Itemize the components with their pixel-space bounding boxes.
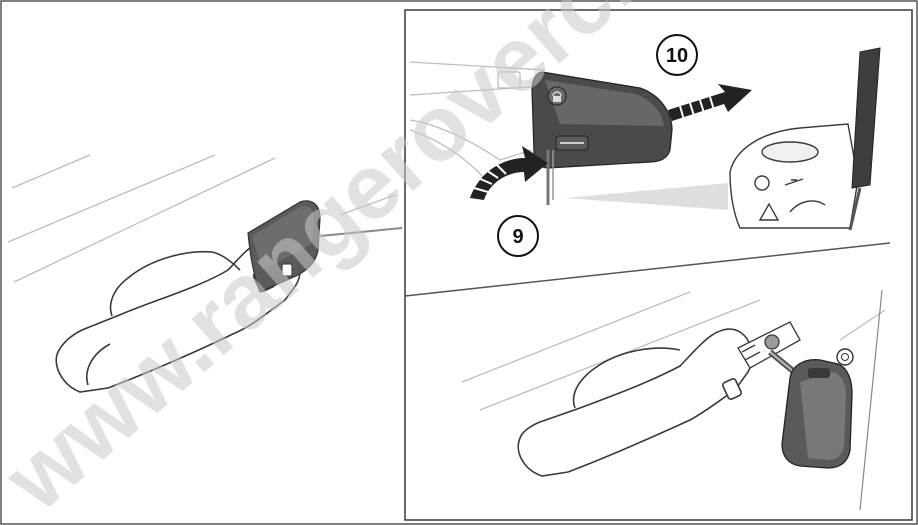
callout-9-label: 9 [512, 226, 523, 248]
detail-pointer [319, 227, 403, 237]
arrow-9 [470, 146, 548, 200]
detail-divider [404, 242, 891, 297]
lock-barrel [737, 321, 801, 369]
bottom-door-handle [517, 328, 753, 477]
bottom-detail [461, 289, 886, 511]
screwdriver [848, 47, 881, 231]
door-surface-lines [7, 154, 396, 283]
top-detail: 10 9 [409, 34, 881, 257]
key-head [781, 348, 854, 469]
callout-10: 10 [656, 34, 698, 76]
callout-10-label: 10 [666, 45, 688, 67]
key-beam [565, 183, 728, 210]
key-fob [729, 123, 859, 229]
callout-9: 9 [497, 215, 539, 257]
left-panel [7, 154, 403, 393]
door-edge-line [859, 289, 883, 511]
arrow-10 [668, 84, 752, 121]
